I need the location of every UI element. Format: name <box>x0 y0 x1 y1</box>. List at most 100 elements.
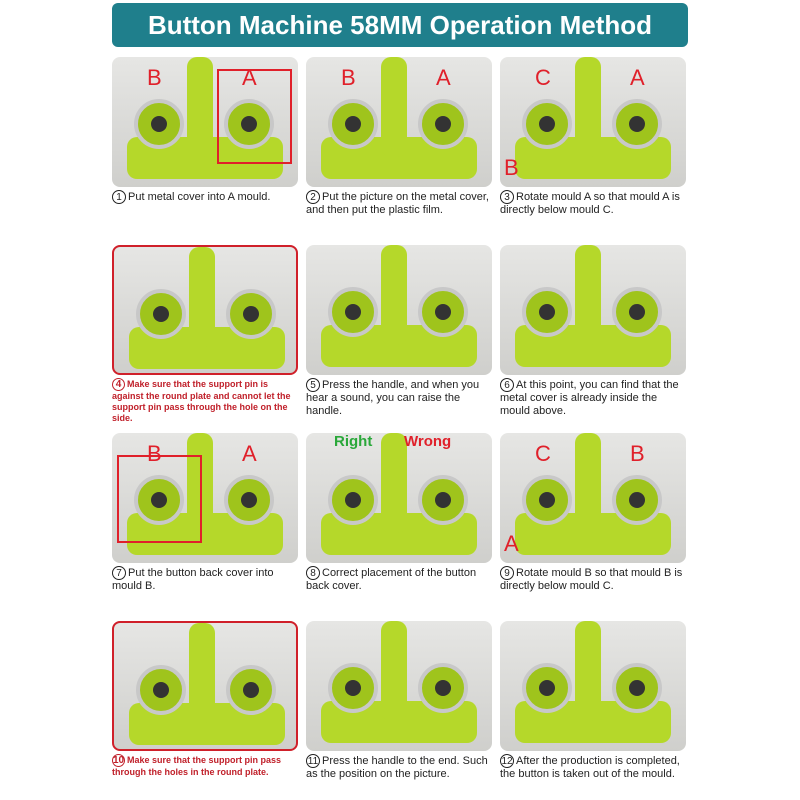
step-text: At this point, you can find that the met… <box>500 379 679 417</box>
photo-label: B <box>147 441 162 466</box>
step-photo <box>306 621 492 751</box>
photo-label: A <box>242 65 257 90</box>
machine-handle <box>189 623 215 723</box>
step-number: 11 <box>306 754 320 768</box>
step-number: 12 <box>500 754 514 768</box>
step-number: 4 <box>112 378 125 391</box>
photo-label: A <box>242 441 257 466</box>
mould-disc <box>134 99 184 149</box>
step-number: 3 <box>500 190 514 204</box>
mould-disc <box>328 663 378 713</box>
step-photo: C B A <box>500 433 686 563</box>
photo-label: A <box>504 531 519 556</box>
step-number: 9 <box>500 566 514 580</box>
mould-disc <box>612 475 662 525</box>
step-photo <box>306 245 492 375</box>
machine-handle <box>381 245 407 345</box>
photo-label: Wrong <box>404 433 452 450</box>
step-text: After the production is completed, the b… <box>500 755 680 780</box>
step-photo <box>112 621 298 751</box>
photo-label: C <box>535 441 551 466</box>
mould-disc <box>224 99 274 149</box>
machine-handle <box>187 57 213 157</box>
mould-disc <box>418 99 468 149</box>
step-text: Correct placement of the button back cov… <box>306 567 477 592</box>
mould-disc <box>134 475 184 525</box>
mould-disc <box>226 665 276 715</box>
machine-handle <box>575 57 601 157</box>
step-text: Press the handle to the end. Such as the… <box>306 755 488 780</box>
step-number: 8 <box>306 566 320 580</box>
mould-disc <box>418 475 468 525</box>
mould-disc <box>612 287 662 337</box>
mould-disc <box>522 475 572 525</box>
step-text: Put the button back cover into mould B. <box>112 567 274 592</box>
step-text: Press the handle, and when you hear a so… <box>306 379 480 417</box>
machine-handle <box>381 433 407 533</box>
step-text: Rotate mould B so that mould B is direct… <box>500 567 683 592</box>
mould-disc <box>522 663 572 713</box>
highlight-box <box>217 69 292 164</box>
mould-disc <box>612 663 662 713</box>
machine-handle <box>575 245 601 345</box>
mould-disc <box>418 663 468 713</box>
step-photo <box>112 245 298 375</box>
mould-disc <box>328 99 378 149</box>
step-text: Rotate mould A so that mould A is direct… <box>500 191 680 216</box>
step-text: Put the picture on the metal cover, and … <box>306 191 489 216</box>
step-photo: Right Wrong <box>306 433 492 563</box>
photo-label: B <box>341 65 356 90</box>
machine-handle <box>381 621 407 721</box>
mould-disc <box>136 289 186 339</box>
mould-disc <box>418 287 468 337</box>
mould-disc <box>224 475 274 525</box>
photo-label: Right <box>334 433 373 450</box>
mould-disc <box>612 99 662 149</box>
mould-disc <box>328 287 378 337</box>
mould-disc <box>522 99 572 149</box>
photo-label: A <box>436 65 451 90</box>
step-number: 10 <box>112 754 125 767</box>
photo-label: C <box>535 65 551 90</box>
mould-disc <box>136 665 186 715</box>
machine-handle <box>575 433 601 533</box>
step-text: Put metal cover into A mould. <box>128 191 271 203</box>
machine-handle <box>189 247 215 347</box>
step-text: Make sure that the support pin pass thro… <box>112 755 282 777</box>
step-number: 2 <box>306 190 320 204</box>
mould-disc <box>328 475 378 525</box>
mould-disc <box>226 289 276 339</box>
mould-disc <box>522 287 572 337</box>
step-number: 5 <box>306 378 320 392</box>
step-photo <box>500 245 686 375</box>
page-title: Button Machine 58MM Operation Method <box>112 3 688 47</box>
photo-label: B <box>147 65 162 90</box>
photo-label: B <box>504 155 519 180</box>
step-number: 6 <box>500 378 514 392</box>
photo-label: B <box>630 441 645 466</box>
step-number: 1 <box>112 190 126 204</box>
